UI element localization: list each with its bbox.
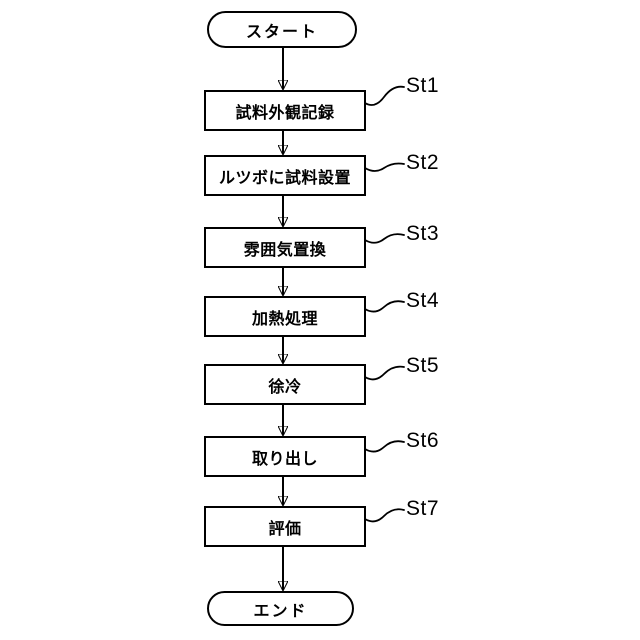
start-terminal: スタート	[207, 11, 357, 48]
leader-line-st6	[364, 440, 405, 453]
step-box-label: 試料外観記録	[235, 104, 335, 122]
step-box-label: 雰囲気置換	[243, 241, 327, 259]
step-ref-st1: St1	[406, 74, 440, 97]
end-terminal: エンド	[207, 591, 354, 626]
step-box-st5: 徐冷	[204, 364, 366, 405]
step-ref-st5: St5	[406, 354, 440, 377]
step-box-label: 加熱処理	[251, 310, 318, 328]
leader-line-st3	[364, 233, 405, 244]
leader-line-st4	[364, 300, 405, 313]
end-terminal-label: エンド	[253, 602, 308, 620]
step-box-st1: 試料外観記録	[204, 90, 366, 131]
step-ref-st2: St2	[406, 151, 440, 174]
start-terminal-label: スタート	[245, 23, 318, 41]
step-box-st4: 加熱処理	[204, 296, 366, 337]
step-box-st2: ルツボに試料設置	[204, 155, 366, 196]
step-ref-st3: St3	[406, 222, 440, 245]
step-ref-st4: St4	[406, 289, 440, 312]
step-box-label: 取り出し	[251, 450, 318, 468]
step-ref-st6: St6	[406, 429, 440, 452]
leader-line-st1	[364, 85, 405, 106]
step-ref-st7: St7	[406, 497, 440, 520]
leader-line-st5	[364, 365, 405, 381]
step-box-st3: 雰囲気置換	[204, 227, 366, 268]
leader-line-st2	[364, 162, 405, 172]
step-box-st6: 取り出し	[204, 436, 366, 477]
step-box-label: 徐冷	[268, 378, 302, 396]
step-box-label: ルツボに試料設置	[218, 169, 351, 187]
step-box-st7: 評価	[204, 506, 366, 547]
leader-line-st7	[364, 508, 405, 523]
step-box-label: 評価	[268, 520, 302, 538]
